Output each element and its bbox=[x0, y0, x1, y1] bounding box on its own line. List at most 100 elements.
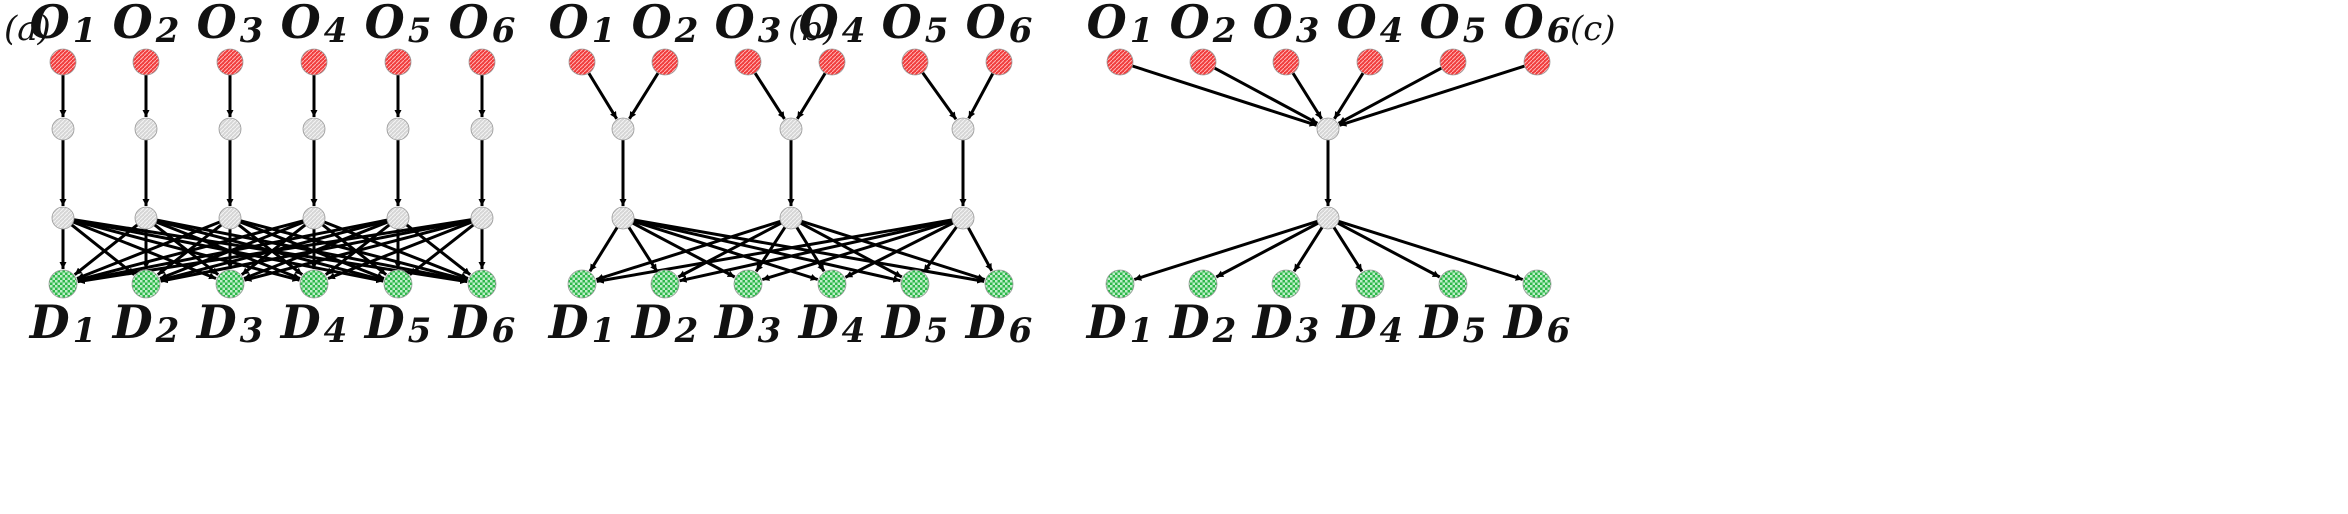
destination-node-4 bbox=[299, 269, 329, 299]
hub2-node-2 bbox=[779, 206, 803, 230]
origin-label-2: O2 bbox=[113, 0, 180, 51]
destination-label-2: D2 bbox=[1168, 295, 1237, 351]
destination-label-5-subscript: 5 bbox=[408, 311, 432, 351]
origin-label-1-subscript: 1 bbox=[73, 11, 97, 51]
origin-node-1 bbox=[1106, 48, 1134, 76]
hub2-node-1 bbox=[611, 206, 635, 230]
destination-label-3: D3 bbox=[195, 295, 264, 351]
origin-label-6-letter: O bbox=[1504, 0, 1544, 49]
destination-label-4-subscript: 4 bbox=[324, 311, 348, 351]
edge-hub2-1-to-dest-3 bbox=[1292, 226, 1324, 273]
origin-label-1: O1 bbox=[549, 0, 616, 51]
destination-label-2-subscript: 2 bbox=[1212, 311, 1237, 351]
origin-node-5 bbox=[901, 48, 929, 76]
destination-label-1-subscript: 1 bbox=[1130, 311, 1154, 351]
destination-node-6 bbox=[467, 269, 497, 299]
destination-label-6-letter: D bbox=[1502, 295, 1544, 349]
destination-node-4 bbox=[1355, 269, 1385, 299]
hub2-node-1 bbox=[1316, 206, 1340, 230]
edge-hub2-2-to-dest-1 bbox=[73, 223, 139, 276]
origin-node-5 bbox=[384, 48, 412, 76]
edge-hub2-3-to-dest-2 bbox=[679, 218, 953, 283]
origin-label-1-subscript: 1 bbox=[592, 11, 616, 51]
origin-label-4-letter: O bbox=[1337, 0, 1377, 49]
hub1-node-2 bbox=[779, 117, 803, 141]
destination-label-2-letter: D bbox=[630, 295, 672, 349]
hub1-node-1 bbox=[1316, 117, 1340, 141]
hub2-node-3 bbox=[951, 206, 975, 230]
edge-hub2-6-to-dest-3 bbox=[244, 219, 472, 282]
hub1-node-4 bbox=[302, 117, 326, 141]
hub1-node-3 bbox=[951, 117, 975, 141]
origin-node-6 bbox=[985, 48, 1013, 76]
edge-hub2-4-to-dest-5 bbox=[321, 223, 388, 276]
edge-origin-1-to-hub1-1 bbox=[1131, 64, 1318, 127]
origin-label-1-subscript: 1 bbox=[1130, 11, 1154, 51]
edge-origin-1-to-hub1-1 bbox=[587, 72, 618, 120]
destination-node-6 bbox=[984, 269, 1014, 299]
destination-node-5 bbox=[900, 269, 930, 299]
destination-label-1-letter: D bbox=[1085, 295, 1127, 349]
origin-label-2-subscript: 2 bbox=[155, 11, 180, 51]
destination-label-1: D1 bbox=[547, 295, 616, 351]
destination-node-2 bbox=[131, 269, 161, 299]
destination-label-1: D1 bbox=[1085, 295, 1154, 351]
destination-node-2 bbox=[1188, 269, 1218, 299]
panel-b-label: (b) bbox=[788, 9, 836, 49]
edge-hub2-2-to-dest-5 bbox=[799, 221, 903, 279]
destination-label-2-subscript: 2 bbox=[155, 311, 180, 351]
hub2-node-6 bbox=[470, 206, 494, 230]
destination-label-1-letter: D bbox=[28, 295, 70, 349]
destination-node-1 bbox=[567, 269, 597, 299]
destination-label-3-letter: D bbox=[713, 295, 755, 349]
destination-label-4-subscript: 4 bbox=[842, 311, 866, 351]
edge-hub2-2-to-dest-6 bbox=[801, 219, 986, 281]
edge-origin-4-to-hub1-1 bbox=[1333, 72, 1365, 120]
destination-node-1 bbox=[48, 269, 78, 299]
destination-label-5: D5 bbox=[1418, 295, 1487, 351]
edge-hub2-4-to-dest-1 bbox=[77, 219, 304, 282]
origin-label-6: O6 bbox=[449, 0, 516, 51]
origin-label-4: O4 bbox=[281, 0, 348, 51]
destination-label-1-subscript: 1 bbox=[592, 311, 616, 351]
origin-label-4-letter: O bbox=[799, 0, 839, 49]
origin-node-1 bbox=[568, 48, 596, 76]
edge-hub2-3-to-dest-6 bbox=[966, 226, 994, 272]
destination-label-3-letter: D bbox=[195, 295, 237, 349]
origin-label-2-subscript: 2 bbox=[674, 11, 699, 51]
destination-label-3-subscript: 3 bbox=[240, 311, 264, 351]
origin-node-1 bbox=[49, 48, 77, 76]
destination-label-6-subscript: 6 bbox=[492, 311, 516, 351]
edge-hub2-1-to-dest-6 bbox=[1338, 219, 1524, 281]
edge-hub2-1-to-dest-4 bbox=[1332, 226, 1364, 273]
destination-label-2-subscript: 2 bbox=[674, 311, 699, 351]
edge-hub2-2-to-dest-1 bbox=[595, 219, 781, 281]
destination-label-3: D3 bbox=[1251, 295, 1320, 351]
destination-label-4: D4 bbox=[279, 295, 348, 351]
panel-a-nodes bbox=[48, 48, 497, 299]
origin-node-2 bbox=[1189, 48, 1217, 76]
edge-origin-6-to-hub1-1 bbox=[1338, 64, 1526, 127]
origin-node-2 bbox=[132, 48, 160, 76]
destination-label-6-letter: D bbox=[447, 295, 489, 349]
origin-label-3-letter: O bbox=[715, 0, 755, 49]
edge-hub2-1-to-dest-2 bbox=[70, 223, 136, 276]
hub1-node-6 bbox=[470, 117, 494, 141]
panel-a-label: (a) bbox=[4, 9, 51, 49]
destination-label-3-subscript: 3 bbox=[1296, 311, 1320, 351]
edge-hub2-6-to-dest-4 bbox=[327, 220, 473, 280]
destination-node-5 bbox=[383, 269, 413, 299]
origin-label-1: O1 bbox=[1087, 0, 1154, 51]
origin-label-3: O3 bbox=[197, 0, 264, 51]
origin-node-4 bbox=[1356, 48, 1384, 76]
origin-label-5-letter: O bbox=[882, 0, 922, 49]
destination-label-6-letter: D bbox=[964, 295, 1006, 349]
hub2-node-5 bbox=[386, 206, 410, 230]
destination-label-6-subscript: 6 bbox=[1547, 311, 1571, 351]
origin-label-4-subscript: 4 bbox=[1380, 11, 1404, 51]
panel-c-label: (c) bbox=[1570, 9, 1616, 49]
